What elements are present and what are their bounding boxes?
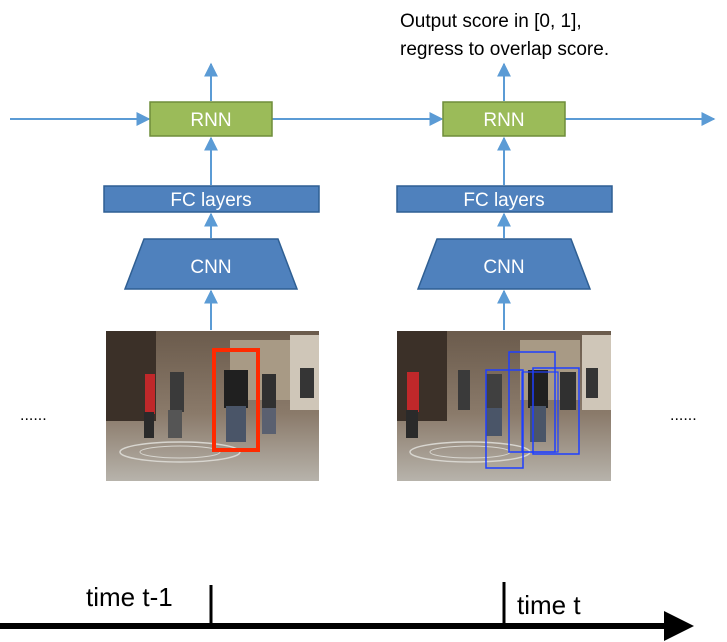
- ellipsis-left: ......: [20, 407, 47, 424]
- timeline-label-prev: time t-1: [86, 582, 173, 612]
- fc-label-2: FC layers: [463, 190, 544, 211]
- video-frame-image-2: [397, 331, 611, 481]
- cnn-block-2: [416, 238, 592, 290]
- rnn-block-2: [442, 101, 566, 137]
- annotation-line-1: Output score in [0, 1],: [400, 11, 582, 32]
- rnn-label-1: RNN: [190, 110, 231, 131]
- candidate-box-1: [485, 369, 524, 469]
- fc-block-2: [396, 185, 613, 213]
- frame-column-2: RNN FC layers CNN: [396, 62, 613, 481]
- cnn-label-1: CNN: [190, 257, 231, 278]
- timeline-label-curr: time t: [517, 590, 581, 620]
- cnn-block-1: [123, 238, 299, 290]
- rnn-block-1: [149, 101, 273, 137]
- frame-column-1: RNN FC layers CNN: [103, 62, 320, 481]
- video-frame-image-1: [106, 331, 319, 481]
- rnn-label-2: RNN: [483, 110, 524, 131]
- fc-label-1: FC layers: [170, 190, 251, 211]
- annotation-line-2: regress to overlap score.: [400, 39, 609, 60]
- ellipsis-right: ......: [670, 407, 697, 424]
- cnn-label-2: CNN: [483, 257, 524, 278]
- candidate-box-4: [521, 371, 559, 453]
- ground-truth-box: [212, 348, 260, 452]
- candidate-box-3: [532, 367, 580, 455]
- fc-block-1: [103, 185, 320, 213]
